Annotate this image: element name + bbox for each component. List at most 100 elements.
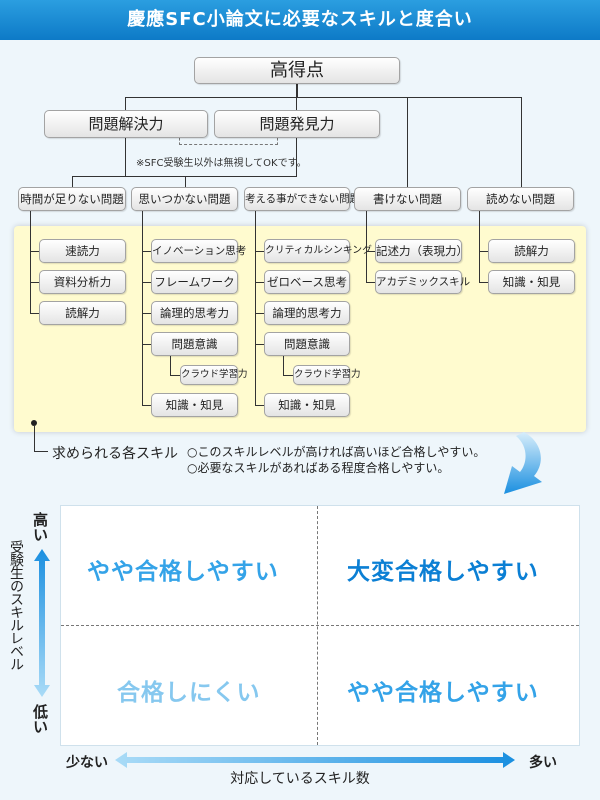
- branch-line: [30, 313, 39, 314]
- skill-label: 知識・知見: [502, 275, 561, 289]
- skill-zero-base: ゼロベース思考: [264, 270, 350, 294]
- x-axis-high: 多い: [529, 755, 557, 771]
- branch-line: [255, 251, 264, 252]
- branch-line: [142, 313, 151, 314]
- branch-line: [255, 405, 264, 406]
- skill-writing: 記述力（表現力）: [375, 239, 468, 263]
- branch-line: [170, 375, 180, 376]
- connector-line: [296, 138, 297, 177]
- connector-line: [125, 97, 126, 110]
- skill-data-analysis: 資料分析力: [39, 270, 126, 294]
- quadrant-bottom-right: やや合格しやすい: [347, 680, 539, 706]
- problem-reading: 読めない問題: [467, 187, 574, 211]
- skill-label: 資料分析力: [53, 275, 112, 289]
- quadrant-top-left: やや合格しやすい: [87, 559, 279, 585]
- legend-bullet: [31, 420, 37, 426]
- problem-label: 書けない問題: [373, 192, 442, 206]
- skill-label: クラウド学習力: [294, 369, 361, 380]
- branch-line: [30, 211, 31, 314]
- legend-label: 求められる各スキル: [52, 446, 178, 462]
- connector-line: [125, 138, 126, 177]
- branch-line: [479, 251, 488, 252]
- skill-speed-reading: 速読力: [39, 239, 126, 263]
- connector-line: [72, 176, 73, 187]
- branch-line: [255, 344, 264, 345]
- problem-writing: 書けない問題: [354, 187, 461, 211]
- problem-label: 時間が足りない問題: [20, 192, 124, 206]
- problem-label: 思いつかない問題: [138, 192, 231, 206]
- horizontal-double-arrow-icon: [115, 752, 515, 768]
- branch-line: [30, 251, 39, 252]
- problem-thinking: 考える事ができない問題: [244, 187, 361, 211]
- branch-line: [283, 375, 293, 376]
- skill-label: 読解力: [514, 244, 549, 258]
- quadrant-bottom-left: 合格しにくい: [117, 680, 261, 706]
- branch-line: [366, 211, 367, 283]
- skill-cloud-learning: クラウド学習力: [180, 365, 248, 385]
- skill-label: クリティカルシンキング: [265, 245, 372, 256]
- skill-label: 論理的思考力: [160, 306, 229, 320]
- skill-label: 問題意識: [171, 337, 218, 351]
- skill-logic: 論理的思考力: [264, 301, 350, 325]
- skill-label: 速読力: [65, 244, 100, 258]
- connector-line: [296, 97, 297, 110]
- legend-line: [34, 451, 48, 452]
- note-text: ※SFC受験生以外は無視してOKです。: [136, 158, 307, 169]
- solution-node: 問題解決力: [44, 110, 208, 138]
- quadrant-top-right: 大変合格しやすい: [347, 559, 539, 585]
- skill-knowledge: 知識・知見: [264, 393, 350, 417]
- y-axis-high: 高い: [31, 512, 49, 542]
- skill-label: 論理的思考力: [272, 306, 342, 320]
- skill-knowledge: 知識・知見: [488, 270, 575, 294]
- page-title: 慶應SFC小論文に必要なスキルと度合い: [127, 9, 473, 30]
- branch-line: [142, 282, 151, 283]
- problem-ideas: 思いつかない問題: [131, 187, 238, 211]
- skill-knowledge: 知識・知見: [151, 393, 238, 417]
- y-axis-low: 低い: [31, 704, 49, 734]
- legend-line: [34, 426, 35, 452]
- branch-line: [30, 282, 39, 283]
- skill-label: 記述力（表現力）: [376, 244, 468, 258]
- dashed-bracket: [179, 138, 278, 145]
- solution-label: 問題解決力: [88, 115, 164, 133]
- branch-line: [142, 405, 151, 406]
- branch-line: [170, 356, 171, 375]
- connector-line: [407, 97, 408, 187]
- skill-label: クラウド学習力: [181, 369, 248, 380]
- skill-label: フレームワーク: [154, 275, 235, 289]
- skill-cloud-learning: クラウド学習力: [293, 365, 361, 385]
- connector-line: [296, 84, 298, 98]
- branch-line: [142, 344, 151, 345]
- branch-line: [255, 282, 264, 283]
- branch-line: [366, 282, 375, 283]
- quadrant-matrix: やや合格しやすい 大変合格しやすい 合格しにくい やや合格しやすい: [60, 505, 580, 746]
- skill-logic: 論理的思考力: [151, 301, 238, 325]
- branch-line: [479, 282, 488, 283]
- skill-innovation: イノベーション思考: [151, 239, 247, 263]
- skill-comprehension: 読解力: [488, 239, 575, 263]
- skill-awareness: 問題意識: [151, 332, 238, 356]
- problem-time: 時間が足りない問題: [18, 187, 126, 211]
- connector-line: [185, 176, 186, 187]
- branch-line: [142, 211, 143, 406]
- branch-line: [283, 356, 284, 375]
- skill-comprehension: 読解力: [39, 301, 126, 325]
- skill-label: 読解力: [65, 306, 100, 320]
- skill-label: 問題意識: [284, 337, 330, 351]
- skill-label: イノベーション思考: [152, 245, 247, 257]
- vertical-double-arrow-icon: [34, 549, 50, 697]
- problem-label: 考える事ができない問題: [245, 193, 361, 205]
- skill-label: 知識・知見: [165, 398, 224, 412]
- horizontal-divider: [61, 625, 579, 626]
- curved-arrow-icon: [504, 432, 542, 494]
- root-node: 高得点: [194, 57, 400, 84]
- y-axis-title: 受験生のスキルレベル: [8, 540, 24, 670]
- problem-label: 読めない問題: [486, 192, 555, 206]
- x-axis-title: 対応しているスキル数: [230, 771, 370, 787]
- connector-line: [72, 176, 297, 177]
- skill-academic: アカデミックスキル: [375, 270, 470, 294]
- skill-awareness: 問題意識: [264, 332, 350, 356]
- skill-critical-thinking: クリティカルシンキング: [264, 239, 372, 263]
- skill-framework: フレームワーク: [151, 270, 238, 294]
- connector-line: [125, 97, 522, 98]
